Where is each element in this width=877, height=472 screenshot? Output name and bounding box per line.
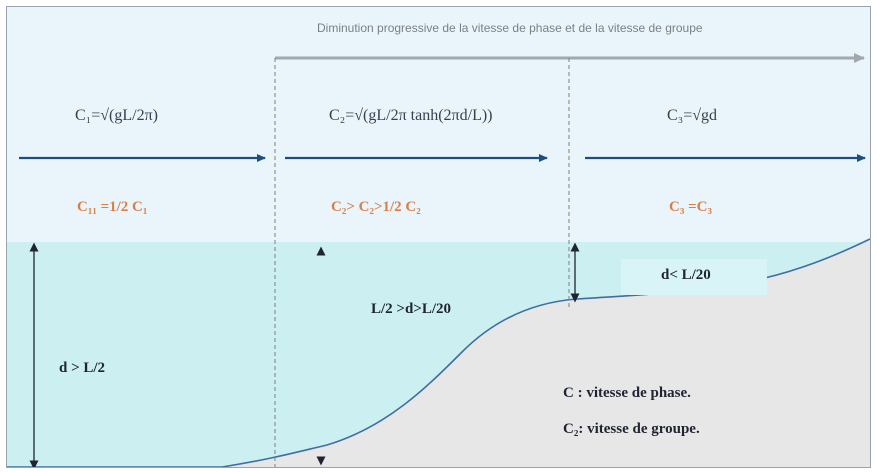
diagram-frame: Diminution progressive de la vitesse de … <box>6 6 871 468</box>
seabed <box>7 239 870 467</box>
legend-phase-velocity: C : vitesse de phase. <box>563 385 691 401</box>
air-region <box>7 7 870 242</box>
formula-shallow-water: C₃=√gd <box>667 107 718 124</box>
shallow-label-box <box>621 259 767 295</box>
depth-label-shallow: d< L/20 <box>661 267 711 283</box>
depth-label-deep: d > L/2 <box>59 360 106 376</box>
formula-deep-water: C₁=√(gL/2π) <box>75 107 159 124</box>
legend-group-velocity: C₂: vitesse de groupe. <box>563 421 700 437</box>
depth-label-intermediate: L/2 >d>L/20 <box>371 301 452 317</box>
diagram-graphics <box>7 53 870 467</box>
relation-deep-water: C₁₁ =1/2 C₁ <box>77 199 148 215</box>
formula-intermediate-water: C₂=√(gL/2π tanh(2πd/L)) <box>329 107 493 124</box>
banner-text: Diminution progressive de la vitesse de … <box>317 21 703 35</box>
relation-shallow-water: C₃ =C₃ <box>669 199 712 215</box>
relation-intermediate-water: C₂> C₂>1/2 C₂ <box>331 199 421 215</box>
